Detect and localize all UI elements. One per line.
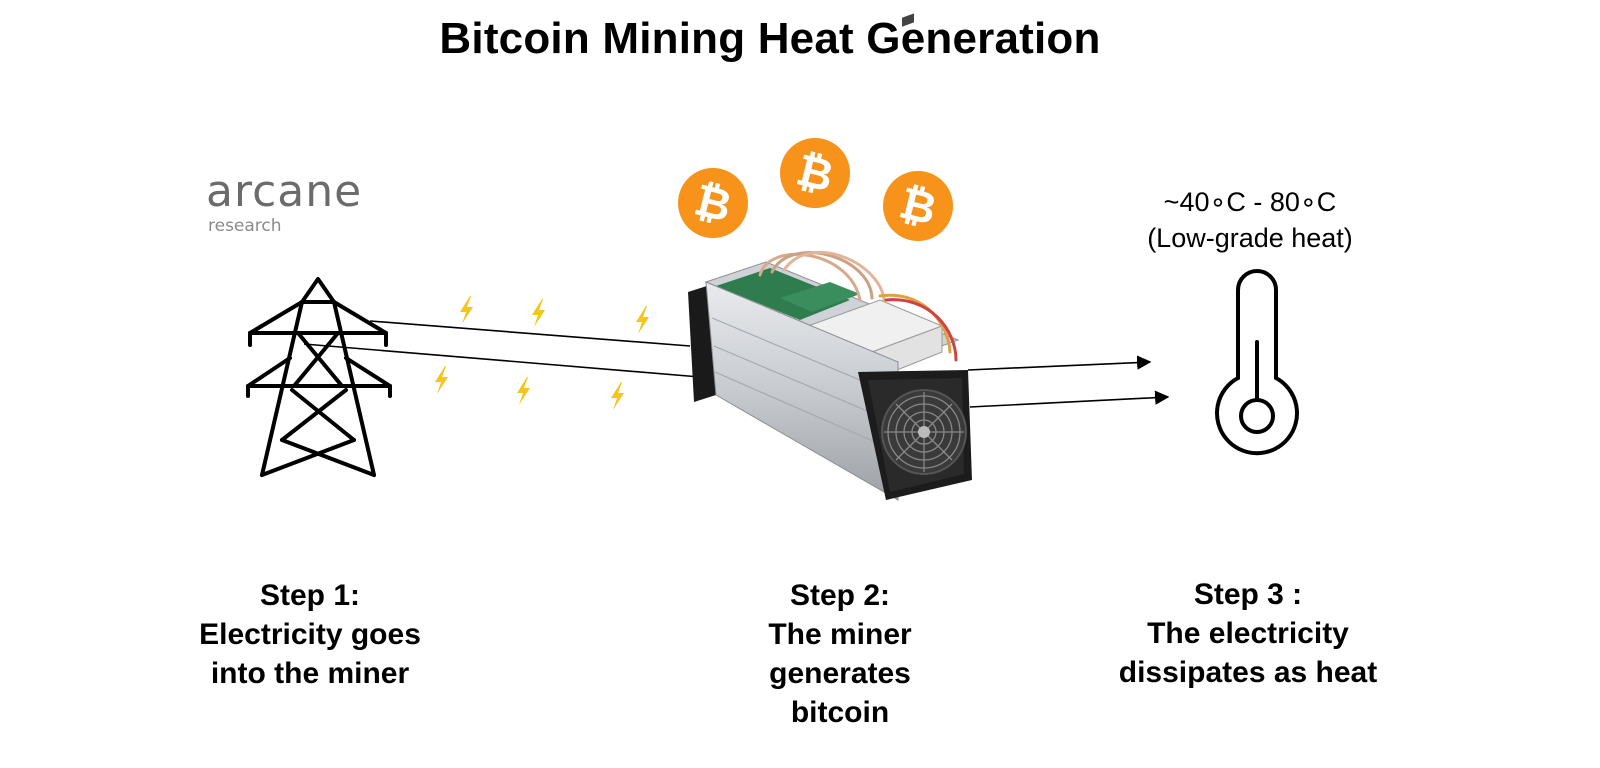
power-pylon-icon (248, 279, 390, 475)
lightning-bolt-icon (460, 296, 473, 324)
asic-miner-icon (688, 13, 972, 500)
step-heading: Step 2: (700, 576, 980, 615)
step-1: Step 1: Electricity goes into the miner (170, 576, 450, 693)
bitcoin-coin-icon: ₿ (678, 168, 748, 238)
step-3: Step 3 : The electricity dissipates as h… (1098, 575, 1398, 692)
step-2: Step 2: The miner generates bitcoin (700, 576, 980, 732)
step-text-line: bitcoin (700, 693, 980, 732)
arrow-icon (968, 362, 1150, 370)
step-text-line: dissipates as heat (1098, 653, 1398, 692)
lightning-bolts (435, 296, 649, 410)
step-text-line: The electricity (1098, 614, 1398, 653)
temperature-label: ~40∘C - 80∘C (Low-grade heat) (1110, 184, 1390, 256)
step-text-line: The miner (700, 615, 980, 654)
lightning-bolt-icon (532, 299, 545, 327)
temperature-note: (Low-grade heat) (1110, 220, 1390, 256)
step-text-line: into the miner (170, 654, 450, 693)
lightning-bolt-icon (435, 366, 448, 394)
arrow-icon (970, 397, 1168, 407)
step-text-line: generates (700, 654, 980, 693)
bitcoin-coin-icon: ₿ (883, 171, 953, 241)
bitcoin-coin-icon: ₿ (780, 138, 850, 208)
lightning-bolt-icon (517, 377, 530, 405)
temperature-range: ~40∘C - 80∘C (1110, 184, 1390, 220)
step-heading: Step 1: (170, 576, 450, 615)
lightning-bolt-icon (636, 306, 649, 334)
heat-arrows (968, 362, 1168, 407)
step-heading: Step 3 : (1098, 575, 1398, 614)
step-text-line: Electricity goes (170, 615, 450, 654)
lightning-bolt-icon (611, 382, 624, 410)
thermometer-icon (1217, 271, 1297, 453)
